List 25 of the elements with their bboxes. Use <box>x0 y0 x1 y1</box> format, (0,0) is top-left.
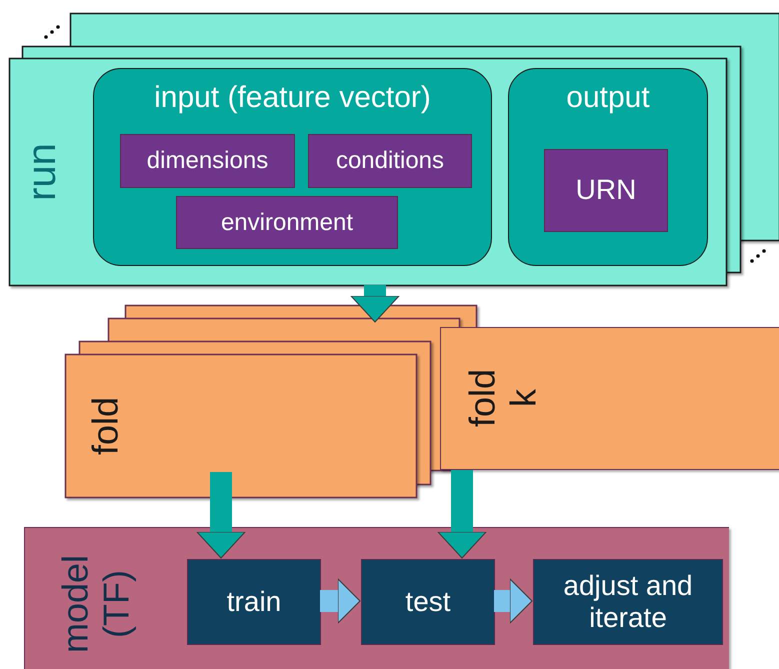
output-box <box>544 149 668 232</box>
rotated-label: run <box>19 142 65 203</box>
heading: input (feature vector) <box>153 81 432 116</box>
stacked-cards <box>9 13 779 285</box>
rotated-label: fold <box>84 396 126 458</box>
rotated-label: model (TF) <box>54 554 138 656</box>
step-box <box>187 559 321 645</box>
label: adjust and iterate <box>562 570 694 634</box>
label: train <box>226 586 282 618</box>
group-panel <box>508 68 708 266</box>
group-panel <box>93 68 492 266</box>
feature-box <box>120 134 295 188</box>
step-box <box>361 559 495 645</box>
rotated-label: fold k <box>462 368 544 430</box>
label: URN <box>576 174 636 207</box>
label: dimensions <box>146 147 268 175</box>
label: test <box>405 586 451 618</box>
feature-box <box>308 134 472 188</box>
feature-box <box>176 196 398 249</box>
fold-card <box>440 327 779 470</box>
label: environment <box>220 208 354 236</box>
step-box <box>533 559 723 645</box>
label: conditions <box>336 147 444 175</box>
model-panel <box>24 527 729 669</box>
heading: output <box>565 81 651 116</box>
